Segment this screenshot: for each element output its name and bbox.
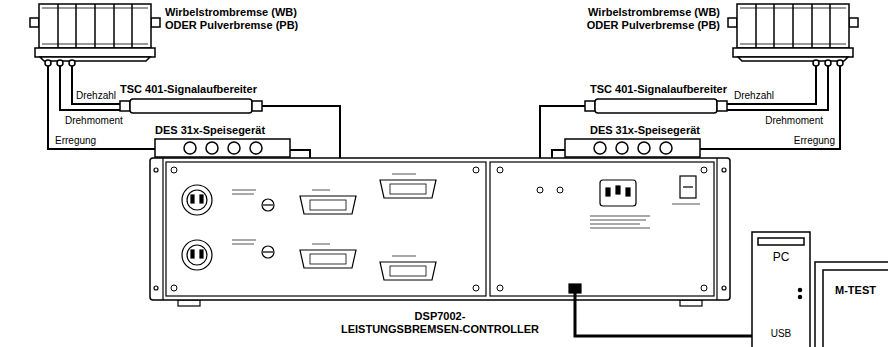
controller-panel: DSP7002- LEISTUNGSBREMSEN-CONTROLLER [150, 158, 730, 300]
cable [700, 66, 840, 149]
power-supply: DES 31x-Speisegerät [155, 139, 290, 157]
signal-label: Erregung [54, 135, 97, 147]
cable [727, 66, 828, 110]
signal-conditioner: TSC 401-Signalaufbereiter [585, 98, 727, 114]
cable [262, 106, 340, 158]
pc-label: PC [752, 250, 810, 264]
cable [727, 66, 816, 104]
signal-conditioner-figures [120, 99, 727, 113]
signal-conditioner: TSC 401-Signalaufbereiter [120, 98, 262, 114]
brake-left-figure [30, 4, 160, 66]
brake: Wirbelstrombremse (WB) ODER Pulverbremse… [30, 4, 160, 66]
cable [290, 150, 310, 158]
cable [552, 150, 565, 158]
cable [540, 106, 585, 158]
pc-tower: PC USB [752, 232, 810, 347]
signal-label: Drehmoment [764, 115, 824, 127]
device-label: DES 31x-Speisegerät [155, 124, 265, 137]
brake-right-figure [728, 4, 858, 66]
cable [72, 66, 120, 104]
brake-label: Wirbelstrombremse (WB) ODER Pulverbremse… [565, 6, 720, 32]
cable [60, 66, 120, 110]
cable [48, 66, 155, 149]
pc-label: USB [752, 328, 810, 340]
controller-caption: DSP7002- LEISTUNGSBREMSEN-CONTROLLER [325, 310, 555, 336]
power-supply: DES 31x-Speisegerät [565, 139, 700, 157]
computer-figure [752, 232, 888, 347]
device-label: TSC 401-Signalaufbereiter [120, 83, 257, 96]
signal-label: Drehzahl [75, 90, 117, 102]
monitor: M-TEST [815, 262, 888, 347]
cable [575, 300, 752, 336]
screen-label: M-TEST [823, 284, 888, 297]
brake-label: Wirbelstrombremse (WB) ODER Pulverbremse… [165, 6, 320, 32]
signal-label: Drehzahl [733, 90, 775, 102]
device-label: DES 31x-Speisegerät [590, 124, 700, 137]
brake: Wirbelstrombremse (WB) ODER Pulverbremse… [728, 4, 858, 66]
controller-panel-figure [150, 158, 730, 306]
signal-label: Drehmoment [64, 115, 124, 127]
power-supply-figures [155, 139, 700, 157]
device-label: TSC 401-Signalaufbereiter [590, 83, 727, 96]
signal-label: Erregung [793, 135, 836, 147]
